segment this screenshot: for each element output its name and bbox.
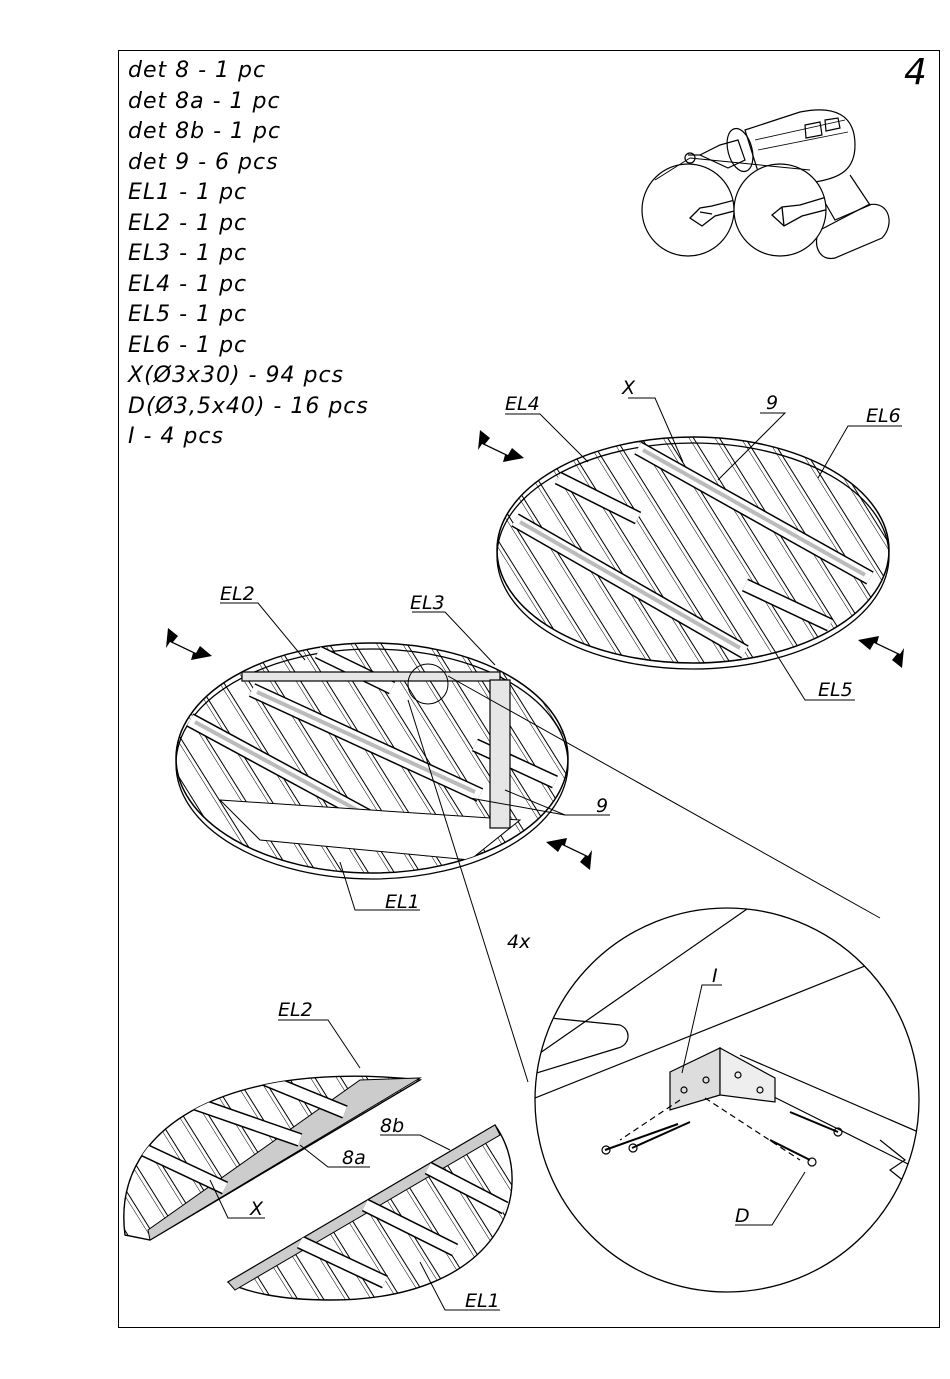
label-el2-middle: EL2: [220, 583, 255, 605]
detail-zoom: [530, 900, 950, 1292]
label-i-bracket: I: [712, 965, 718, 987]
table-top-middle: [166, 628, 592, 879]
table-top-upper: [478, 430, 904, 669]
label-x-top: X: [621, 377, 636, 399]
label-el6: EL6: [866, 405, 901, 427]
label-el2-bottom: EL2: [278, 999, 313, 1021]
label-9-top: 9: [766, 392, 778, 414]
label-el1-bottom: EL1: [465, 1290, 500, 1312]
label-el4: EL4: [505, 393, 540, 415]
label-8a: 8a: [342, 1147, 366, 1169]
label-8b: 8b: [380, 1115, 404, 1137]
label-el3: EL3: [410, 592, 445, 614]
label-el1-middle: EL1: [385, 891, 420, 913]
label-x-bottom: X: [249, 1198, 264, 1220]
label-4x: 4x: [507, 931, 531, 953]
label-9-middle: 9: [596, 795, 608, 817]
label-d-screw: D: [735, 1205, 750, 1227]
label-el5: EL5: [818, 679, 853, 701]
